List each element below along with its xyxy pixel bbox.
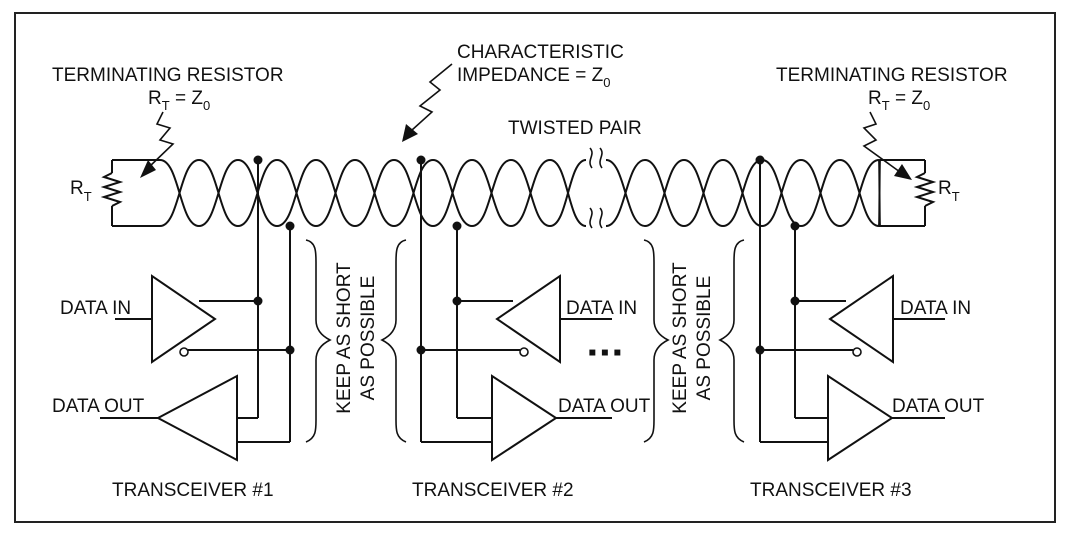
data-in-label-1: DATA IN [60, 298, 131, 319]
terminating-resistor-right [880, 159, 937, 227]
transceiver-1 [100, 155, 295, 462]
pointer-arrow-impedance [411, 63, 453, 131]
twisted-pair-label: TWISTED PAIR [508, 118, 642, 139]
frame [14, 12, 1056, 523]
data-in-label-2: DATA IN [566, 298, 637, 319]
data-out-label-3: DATA OUT [892, 396, 985, 417]
pointer-arrowhead-right [894, 164, 912, 180]
inversion-bubble-3 [852, 347, 862, 357]
data-out-label-2: DATA OUT [558, 396, 651, 417]
impedance-label-line1: CHARACTERISTIC [457, 42, 624, 63]
resistor-label-left: RT [70, 178, 92, 204]
data-out-label-1: DATA OUT [52, 396, 145, 417]
transceiver-2 [416, 155, 612, 462]
twisted-wire [605, 158, 881, 228]
transceiver-3 [755, 155, 945, 462]
terminating-resistor-left [100, 159, 160, 227]
stub-brace-1 [305, 239, 332, 443]
resistor-label-right: RT [938, 178, 960, 204]
cable-break-bottom [589, 207, 603, 229]
pointer-arrow-left [147, 111, 175, 169]
twisted-pair-cable [159, 147, 881, 229]
resistor-symbol-left [100, 172, 124, 207]
transceiver-name-1: TRANSCEIVER #1 [112, 480, 274, 501]
twisted-wire [159, 158, 587, 228]
transceiver-name-2: TRANSCEIVER #2 [412, 480, 574, 501]
more-transceivers-ellipsis: ▪▪▪ [588, 339, 626, 366]
terminating-resistor-equation-right: RT = Z0 [868, 88, 930, 113]
stub-brace-4 [718, 239, 745, 443]
stub-brace-2 [380, 239, 407, 443]
cable-break-top [589, 147, 603, 169]
stub-brace-3 [643, 239, 670, 443]
pointer-arrowhead-impedance [402, 124, 418, 142]
data-in-label-3: DATA IN [900, 298, 971, 319]
inversion-bubble-2 [519, 347, 529, 357]
inversion-bubble-1 [179, 347, 189, 357]
pointer-arrowhead-left [140, 160, 156, 178]
terminating-resistor-label-left: TERMINATING RESISTOR [52, 65, 284, 86]
terminating-resistor-label-right: TERMINATING RESISTOR [776, 65, 1008, 86]
terminating-resistor-equation-left: RT = Z0 [148, 88, 210, 113]
twist-pattern-left [159, 158, 587, 228]
transceiver-name-3: TRANSCEIVER #3 [750, 480, 912, 501]
resistor-symbol-right [913, 172, 937, 207]
impedance-label-line2: IMPEDANCE = Z0 [457, 65, 610, 90]
pointer-arrow-right [862, 111, 901, 173]
